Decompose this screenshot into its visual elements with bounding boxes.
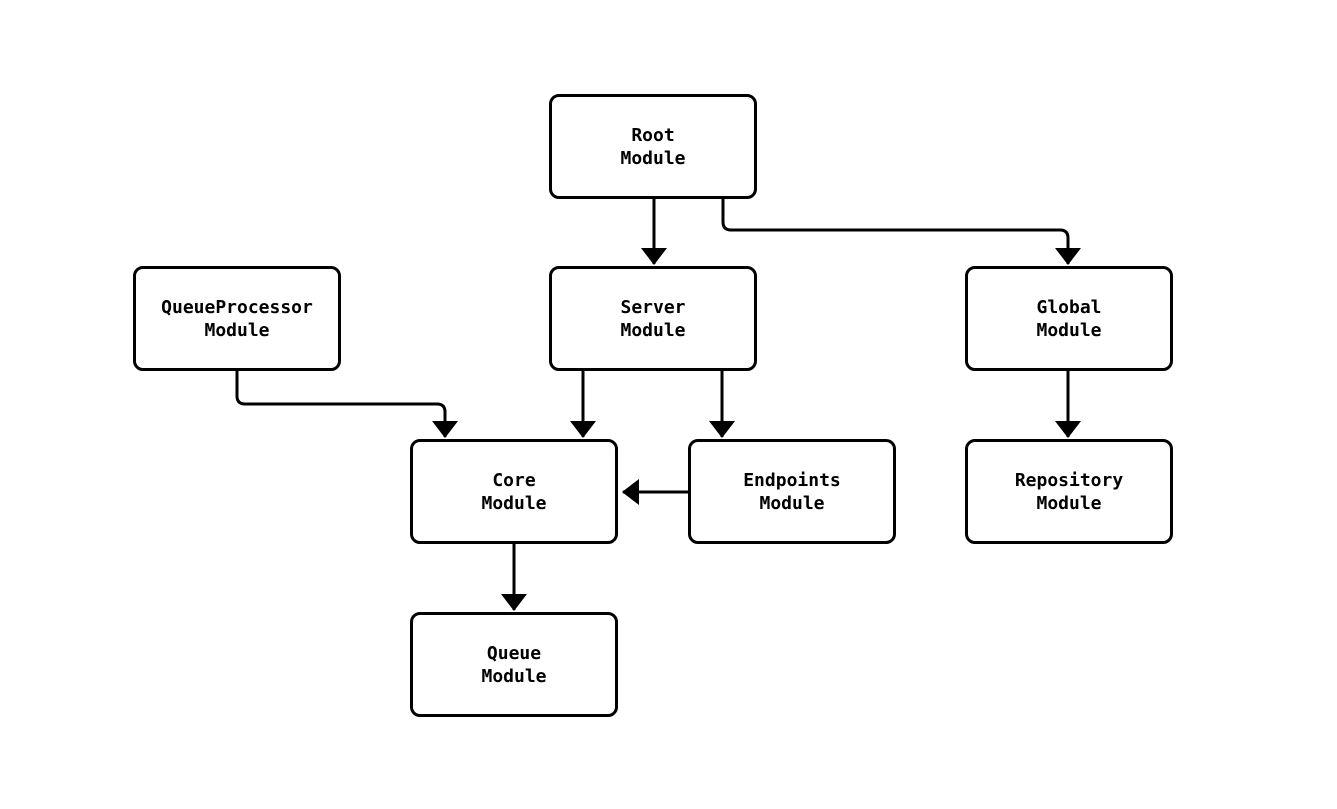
node-label: Module — [620, 147, 686, 169]
node-label: Queue — [486, 642, 542, 664]
node-label: Root — [631, 124, 675, 146]
node-queue-module: Queue Module — [410, 612, 618, 717]
node-label: QueueProcessor — [161, 296, 313, 318]
node-label: Core — [492, 469, 536, 491]
node-endpoints-module: Endpoints Module — [688, 439, 896, 544]
node-label: Module — [759, 492, 825, 514]
node-root-module: Root Module — [549, 94, 757, 199]
node-label: Module — [620, 319, 686, 341]
node-label: Repository — [1014, 469, 1124, 491]
node-server-module: Server Module — [549, 266, 757, 371]
node-label: Module — [1036, 319, 1102, 341]
edge-queueprocessor-to-core — [235, 371, 458, 438]
node-label: Module — [1036, 492, 1102, 514]
node-label: Module — [204, 319, 270, 341]
node-repository-module: Repository Module — [965, 439, 1173, 544]
node-label: Server — [620, 296, 686, 318]
node-queueprocessor-module: QueueProcessor Module — [133, 266, 341, 371]
node-global-module: Global Module — [965, 266, 1173, 371]
node-label: Global — [1036, 296, 1102, 318]
node-label: Endpoints — [743, 469, 841, 491]
node-core-module: Core Module — [410, 439, 618, 544]
edge-root-to-global — [721, 199, 1081, 265]
node-label: Module — [481, 492, 547, 514]
node-label: Module — [481, 665, 547, 687]
